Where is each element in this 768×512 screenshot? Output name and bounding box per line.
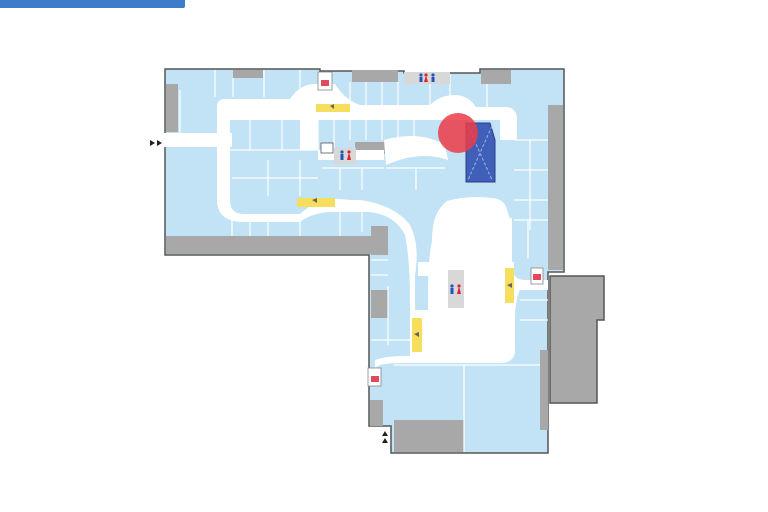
entrance-arrow-icon — [150, 140, 162, 146]
elevator-icon — [297, 198, 335, 207]
you-are-here-marker — [438, 113, 478, 153]
stairs-icon — [367, 367, 382, 387]
floor-header-tab — [0, 0, 185, 8]
stairs-icon — [317, 71, 333, 91]
restroom-icon — [404, 72, 450, 84]
restroom-icon — [448, 270, 464, 308]
info-sign-icon — [320, 142, 334, 154]
stairs-icon — [530, 267, 544, 285]
elevator-icon — [316, 104, 350, 112]
service-annex — [549, 275, 605, 404]
entrance-arrow-icon — [382, 431, 388, 443]
restroom-icon — [334, 148, 356, 164]
elevator-icon — [505, 268, 514, 303]
elevator-icon — [412, 318, 422, 352]
